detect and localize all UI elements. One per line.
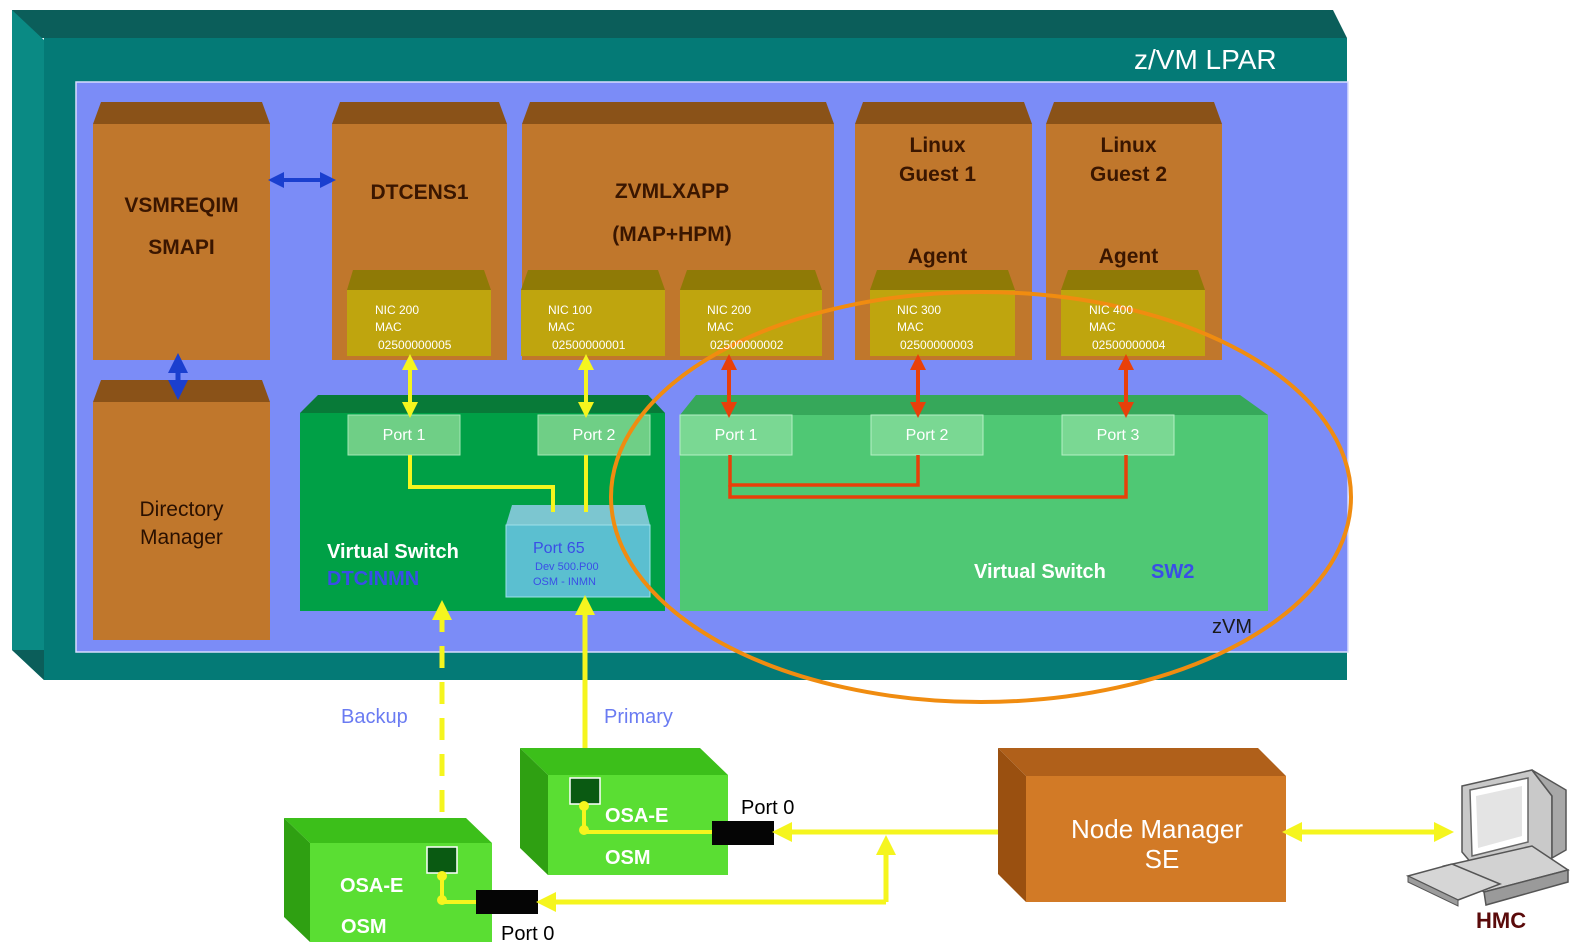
nic-mac-label: MAC — [375, 320, 402, 334]
vsw1-port2-box — [537, 414, 651, 456]
node-manager-title: Node Manager — [1071, 814, 1243, 844]
highlight-ellipse — [609, 290, 1353, 704]
vsw2-port2-label: Port 2 — [905, 427, 949, 444]
hmc-label: HMC — [1476, 908, 1527, 933]
zvmlxapp-subtitle: (MAP+HPM) — [612, 223, 732, 246]
dirmgr-line2: Manager — [140, 526, 223, 549]
nic-mac-value: 02500000005 — [378, 338, 452, 352]
nic-label: NIC 200 — [375, 303, 420, 317]
nic-label: NIC 200 — [707, 303, 752, 317]
vswitch2-label: Virtual Switch — [974, 561, 1106, 583]
osa-primary-dot — [579, 825, 589, 835]
vswitch1-label: Virtual Switch — [327, 541, 459, 563]
backup-label: Backup — [341, 706, 408, 728]
nic-label: NIC 400 — [1089, 303, 1134, 317]
smapi-label: SMAPI — [148, 236, 215, 259]
nic-mac-label: MAC — [897, 320, 924, 334]
linux2-title: Linux — [1100, 134, 1157, 157]
vswitch2-name: SW2 — [1151, 561, 1195, 583]
nic-box — [870, 270, 1015, 356]
osa-backup-box — [284, 818, 492, 942]
linux1-agent: Agent — [907, 245, 968, 268]
nic-box — [680, 270, 822, 356]
vsw2-internal-link — [728, 455, 1128, 499]
lpar-title: z/VM LPAR — [1134, 44, 1277, 75]
vsw2-internal-link — [728, 455, 920, 487]
nic-mac-value: 02500000001 — [552, 338, 626, 352]
osa-backup-port0 — [476, 890, 538, 914]
nic-mac-label: MAC — [1089, 320, 1116, 334]
nic-mac-value: 02500000003 — [900, 338, 974, 352]
port65-dev: Dev 500.P00 — [535, 561, 599, 573]
nic-mac-value: 02500000002 — [710, 338, 784, 352]
zvmlxapp-title: ZVMLXAPP — [614, 180, 730, 203]
hmc-computer-icon — [1405, 769, 1570, 907]
dtcens1-title: DTCENS1 — [370, 181, 469, 204]
osa-primary-box — [520, 748, 728, 875]
nic-label: NIC 100 — [548, 303, 593, 317]
osa-backup-port-label: Port 0 — [501, 923, 555, 945]
nic-mac-label: MAC — [548, 320, 575, 334]
osa-backup-title: OSA-E — [340, 875, 404, 897]
vsw1-port1-label: Port 1 — [382, 427, 426, 444]
vsw1-port2-label: Port 2 — [572, 427, 616, 444]
port65-osm: OSM - INMN — [533, 576, 596, 588]
osa-primary-osm: OSM — [605, 847, 651, 869]
nic-label: NIC 300 — [897, 303, 942, 317]
vsw2-port3-box — [1061, 414, 1175, 456]
osa-backup-dot — [437, 895, 447, 905]
osa-primary-title: OSA-E — [605, 805, 669, 827]
vsmreqim-title: VSMREQIM — [124, 194, 239, 217]
nic-box — [521, 270, 665, 356]
osa-primary-port-label: Port 0 — [741, 797, 795, 819]
primary-label: Primary — [604, 706, 673, 728]
vsw2-port2-box — [870, 414, 984, 456]
linux1-subtitle: Guest 1 — [898, 163, 977, 186]
vsw1-internal-link — [408, 455, 555, 512]
osa-backup-dot — [437, 871, 447, 881]
osa-primary-port0 — [712, 821, 774, 845]
guest-dirmgr — [93, 380, 270, 640]
node-manager-subtitle: SE — [1144, 844, 1180, 874]
linux2-subtitle: Guest 2 — [1089, 163, 1168, 186]
vsw2-port1-label: Port 1 — [714, 427, 758, 444]
nic-mac-value: 02500000004 — [1092, 338, 1166, 352]
vswitch1-name: DTCINMN — [327, 568, 420, 590]
dirmgr-line1: Directory — [139, 498, 224, 521]
zvm-label: zVM — [1212, 616, 1252, 638]
vsw2-port3-label: Port 3 — [1096, 427, 1140, 444]
nic-box — [347, 270, 491, 356]
osa-primary-dot — [579, 801, 589, 811]
nic-mac-label: MAC — [707, 320, 734, 334]
vsw2-port1-box — [679, 414, 793, 456]
port65-label: Port 65 — [533, 540, 585, 557]
node-manager-box — [998, 748, 1286, 902]
osa-backup-osm: OSM — [341, 916, 387, 938]
linux1-title: Linux — [909, 134, 966, 157]
guest-vsmreqim — [93, 102, 270, 360]
linux2-agent: Agent — [1098, 245, 1159, 268]
